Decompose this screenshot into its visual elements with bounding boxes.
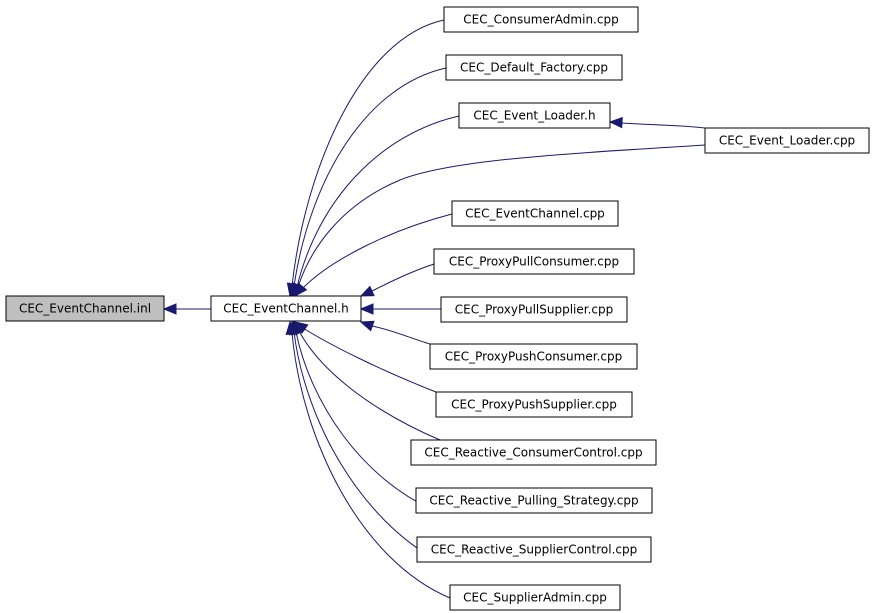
edge-line <box>302 327 437 393</box>
edge-event_loader_cpp-to-event_loader_h <box>608 116 706 129</box>
arrowhead <box>285 320 297 336</box>
edge-line <box>293 331 441 563</box>
node-reactive_consumercontrol[interactable]: CEC_Reactive_ConsumerControl.cpp <box>410 439 657 466</box>
node-label: CEC_Reactive_ConsumerControl.cpp <box>424 446 642 460</box>
node-box <box>451 200 619 227</box>
edge-line <box>301 213 453 290</box>
edge-reactive_pulling_strategy-to-h <box>291 320 441 514</box>
node-supplieradmin[interactable]: CEC_SupplierAdmin.cpp <box>449 584 621 611</box>
edge-line <box>371 325 431 345</box>
node-proxypullconsumer[interactable]: CEC_ProxyPullConsumer.cpp <box>433 248 635 275</box>
edge-line <box>297 144 706 288</box>
node-box <box>410 439 657 466</box>
arrowhead <box>359 320 375 332</box>
edge-supplieradmin-to-h <box>285 320 451 599</box>
node-h[interactable]: CEC_EventChannel.h <box>210 295 362 322</box>
node-proxypullsupplier[interactable]: CEC_ProxyPullSupplier.cpp <box>440 296 628 323</box>
node-default_factory[interactable]: CEC_Default_Factory.cpp <box>445 54 623 81</box>
edge-line <box>296 115 460 288</box>
node-eventchannel_cpp[interactable]: CEC_EventChannel.cpp <box>451 200 619 227</box>
edge-eventchannel_cpp-to-h <box>294 213 453 298</box>
arrowhead <box>359 285 375 297</box>
node-proxypushconsumer[interactable]: CEC_ProxyPushConsumer.cpp <box>429 343 638 370</box>
node-label: CEC_ProxyPushSupplier.cpp <box>451 398 617 412</box>
edge-proxypushconsumer-to-h <box>359 320 431 345</box>
edge-line <box>291 332 451 599</box>
node-event_loader_cpp[interactable]: CEC_Event_Loader.cpp <box>704 127 870 154</box>
edge-line <box>621 122 706 129</box>
edge-proxypullsupplier-to-h <box>359 303 441 315</box>
arrowhead <box>294 282 308 298</box>
node-label: CEC_EventChannel.h <box>223 302 348 316</box>
node-box <box>433 248 635 275</box>
arrowhead <box>608 116 623 129</box>
node-label: CEC_Reactive_Pulling_Strategy.cpp <box>429 494 638 508</box>
edge-line <box>298 330 441 441</box>
node-label: CEC_ProxyPullSupplier.cpp <box>455 303 614 317</box>
node-reactive_suppliercontrol[interactable]: CEC_Reactive_SupplierControl.cpp <box>416 536 652 563</box>
node-box <box>415 487 653 514</box>
node-proxypushsupplier[interactable]: CEC_ProxyPushSupplier.cpp <box>435 391 633 418</box>
edge-default_factory-to-h <box>288 67 447 298</box>
edge-line <box>371 263 435 292</box>
node-reactive_pulling_strategy[interactable]: CEC_Reactive_Pulling_Strategy.cpp <box>415 487 653 514</box>
node-consumeradmin[interactable]: CEC_ConsumerAdmin.cpp <box>443 6 639 33</box>
node-box <box>429 343 638 370</box>
node-box <box>210 295 362 322</box>
node-box <box>440 296 628 323</box>
node-label: CEC_Event_Loader.h <box>473 109 595 123</box>
arrowhead <box>359 303 374 315</box>
node-label: CEC_SupplierAdmin.cpp <box>463 591 607 605</box>
edge-line <box>293 67 447 287</box>
node-box <box>445 54 623 81</box>
edge-proxypullconsumer-to-h <box>359 263 435 297</box>
node-label: CEC_EventChannel.cpp <box>465 207 605 221</box>
node-box <box>443 6 639 33</box>
node-box <box>5 295 165 322</box>
edge-proxypushsupplier-to-h <box>293 321 437 393</box>
node-event_loader_h[interactable]: CEC_Event_Loader.h <box>458 102 611 129</box>
node-inl[interactable]: CEC_EventChannel.inl <box>5 295 165 322</box>
edges-layer <box>162 19 706 599</box>
node-box <box>435 391 633 418</box>
node-label: CEC_Event_Loader.cpp <box>719 134 855 148</box>
arrowhead <box>162 303 177 315</box>
node-label: CEC_ProxyPushConsumer.cpp <box>445 350 622 364</box>
edge-line <box>291 19 445 287</box>
node-box <box>458 102 611 129</box>
edge-consumeradmin-to-h <box>286 19 445 298</box>
edge-line <box>295 331 441 514</box>
node-label: CEC_Reactive_SupplierControl.cpp <box>431 543 637 557</box>
edge-h-to-inl <box>162 303 211 315</box>
node-label: CEC_EventChannel.inl <box>19 302 151 316</box>
node-label: CEC_ProxyPullConsumer.cpp <box>449 255 619 269</box>
node-box <box>416 536 652 563</box>
node-label: CEC_Default_Factory.cpp <box>460 61 608 75</box>
node-box <box>704 127 870 154</box>
node-box <box>449 584 621 611</box>
node-label: CEC_ConsumerAdmin.cpp <box>463 13 618 27</box>
